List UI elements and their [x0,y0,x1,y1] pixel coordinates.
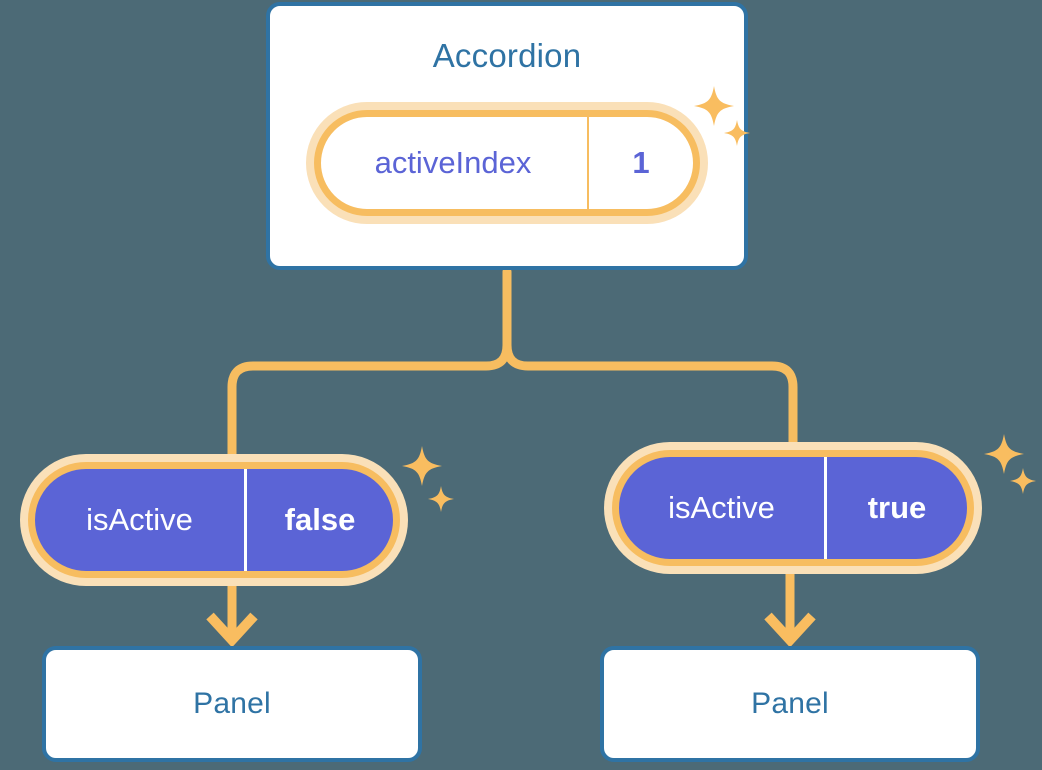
component-card-panel-left[interactable]: Panel [42,646,422,762]
panel-label: Panel [751,687,829,720]
state-value-label: 1 [632,145,650,180]
sparkles-icon [402,446,454,512]
arrow-down-icon-left [206,586,258,648]
edge-root-to-right [502,267,798,457]
edge-root-to-left [227,267,512,467]
state-pill-isactive-false[interactable]: isActive false [28,462,400,578]
state-pill-activeindex[interactable]: activeIndex 1 [314,110,700,216]
component-card-panel-right[interactable]: Panel [600,646,980,762]
arrow-down-icon-right [764,574,816,648]
state-pill-isactive-true[interactable]: isActive true [612,450,974,566]
state-key-label: isActive [619,457,827,559]
state-value-label: true [867,490,927,525]
page-title: Accordion [432,37,582,74]
state-key-label: activeIndex [321,117,589,209]
panel-label: Panel [193,687,271,720]
state-value-label: false [284,502,356,537]
state-key-label: isActive [35,469,247,571]
sparkles-icon [984,434,1036,494]
